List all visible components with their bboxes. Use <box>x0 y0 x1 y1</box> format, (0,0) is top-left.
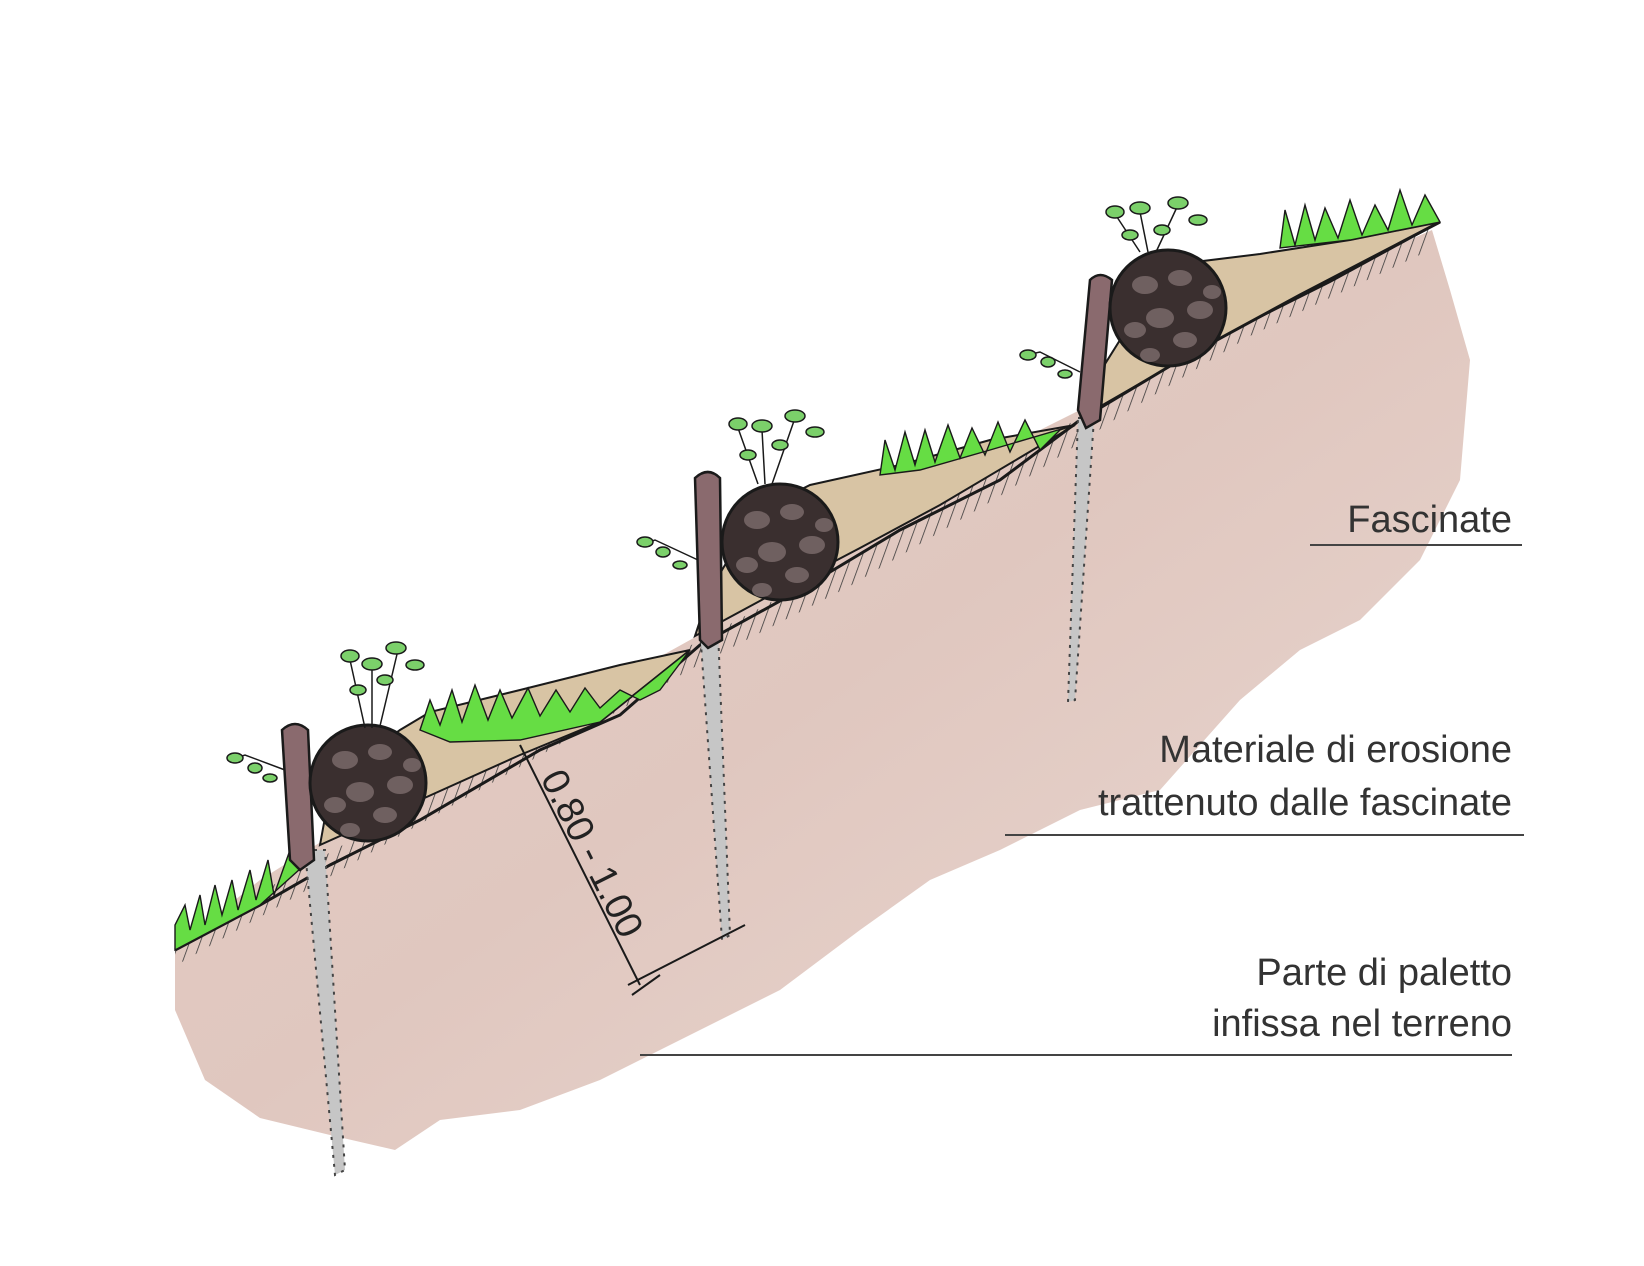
label-material-line1: Materiale di erosione <box>1159 729 1512 771</box>
slope-surface-line <box>174 220 1441 952</box>
buried-stakes <box>303 417 1096 1177</box>
fascine-bundle-2 <box>720 482 840 602</box>
label-material-line2: trattenuto dalle fascinate <box>1098 782 1512 824</box>
fascine-bundle-1 <box>308 723 428 843</box>
sprout-3 <box>1019 196 1208 379</box>
wooden-stakes <box>280 273 1114 872</box>
sprout-1 <box>226 641 425 783</box>
sprout-2 <box>636 409 825 570</box>
dimension-marker <box>519 744 746 996</box>
fascine-bundles <box>308 248 1228 843</box>
callout-lines <box>640 544 1524 1056</box>
label-stake-line1: Parte di paletto <box>1256 952 1512 994</box>
sprouting-branches <box>226 196 1208 783</box>
label-fascinate: Fascinate <box>1347 499 1512 541</box>
fascine-bundle-3 <box>1108 248 1228 368</box>
grass-patches <box>174 187 1442 952</box>
label-stake-line2: infissa nel terreno <box>1212 1003 1512 1045</box>
soil-body <box>175 230 1470 1150</box>
